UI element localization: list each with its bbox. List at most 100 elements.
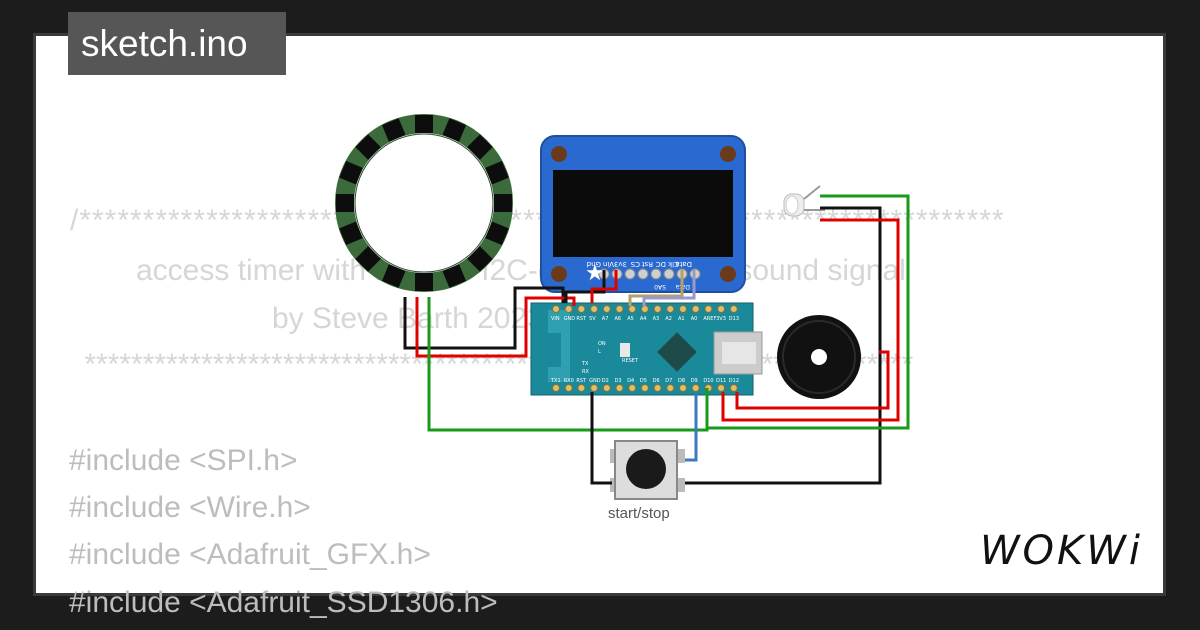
- nano-bottom-pin-label: RX0: [564, 378, 574, 384]
- oled-pin-label: Gnd: [587, 260, 601, 268]
- nano-top-pin[interactable]: [717, 305, 726, 313]
- nano-bottom-pin[interactable]: [666, 384, 675, 392]
- neopixel-led: [467, 134, 493, 160]
- nano-top-pin-label: 5V: [589, 316, 596, 322]
- nano-top-pin[interactable]: [640, 305, 649, 313]
- nano-bottom-pin[interactable]: [691, 384, 700, 392]
- nano-bottom-pin-label: D2: [602, 378, 609, 384]
- nano-bottom-pin[interactable]: [615, 384, 624, 392]
- code-line-include-gfx: #include <Adafruit_GFX.h>: [69, 538, 431, 571]
- nano-bottom-pin-label: D11: [716, 378, 726, 384]
- nano-bottom-pin-label: D9: [691, 378, 698, 384]
- nano-top-pin[interactable]: [679, 305, 687, 313]
- ring-pixels: [336, 115, 512, 291]
- code-line-include-spi: #include <SPI.h>: [69, 444, 298, 477]
- nano-top-pin-label: A0: [691, 316, 698, 322]
- neopixel-led: [339, 221, 363, 245]
- nano-bottom-pin[interactable]: [590, 384, 599, 392]
- nano-top-pin-label: 3V3: [716, 316, 726, 322]
- nano-bottom-pin[interactable]: [577, 384, 586, 392]
- nano-bottom-pin[interactable]: [640, 384, 649, 392]
- oled-pin-label: 3v3: [614, 260, 627, 268]
- nano-board-label: RX: [582, 369, 589, 375]
- neopixel-led: [442, 118, 466, 142]
- nano-bottom-pin[interactable]: [552, 384, 560, 392]
- nano-bottom-pin[interactable]: [602, 384, 611, 392]
- svg-text:WOKWi: WOKWi: [980, 528, 1143, 574]
- oled-pin-label: Vin: [603, 260, 614, 268]
- oled-pin[interactable]: [624, 268, 636, 280]
- nano-bottom-pin[interactable]: [679, 384, 687, 392]
- nano-top-pin-label: AREF: [703, 316, 716, 322]
- nano-bottom-pin[interactable]: [717, 384, 726, 392]
- nano-bottom-pin-label: D3: [615, 378, 622, 384]
- nano-bottom-pin-label: D6: [653, 378, 660, 384]
- nano-bottom-pin-label: GND: [589, 378, 601, 384]
- nano-board-label: TX: [581, 361, 589, 367]
- nano-bottom-pin[interactable]: [729, 384, 738, 392]
- code-line-include-wire: #include <Wire.h>: [69, 491, 311, 524]
- nano-board-label: ON: [598, 341, 606, 347]
- nano-bottom-pin-label: D8: [678, 378, 685, 384]
- nano-bottom-pin[interactable]: [564, 384, 573, 392]
- neopixel-led: [442, 264, 466, 288]
- nano-top-pin[interactable]: [590, 305, 599, 313]
- neopixel-led: [494, 194, 512, 212]
- neopixel-led: [485, 221, 509, 245]
- nano-top-pin-label: A5: [627, 316, 634, 322]
- nano-board-label: L: [598, 349, 601, 355]
- start-stop-button[interactable]: [610, 440, 685, 500]
- nano-top-pin[interactable]: [564, 305, 573, 313]
- nano-bottom-pin-label: TX1: [550, 378, 561, 384]
- wires: [403, 194, 910, 485]
- nano-top-pin[interactable]: [552, 305, 560, 313]
- sketch-title-badge: sketch.ino: [68, 12, 286, 75]
- nano-top-pin[interactable]: [666, 305, 675, 313]
- nano-bottom-pin-label: D10: [703, 378, 713, 384]
- oled-star-logo: ★: [585, 260, 605, 285]
- nano-top-pin[interactable]: [615, 305, 624, 313]
- nano-top-pin-label: RST: [576, 316, 587, 322]
- nano-top-pin-label: D13: [729, 316, 739, 322]
- nano-top-pin[interactable]: [577, 305, 586, 313]
- neopixel-led: [339, 161, 363, 185]
- nano-top-pin[interactable]: [691, 305, 700, 313]
- nano-top-pin[interactable]: [729, 305, 738, 313]
- nano-top-pin-label: VIN: [551, 316, 560, 322]
- oled-pin-label: Clk: [667, 260, 679, 268]
- nano-top-pin-label: A7: [602, 316, 609, 322]
- nano-bottom-pin[interactable]: [653, 384, 662, 392]
- oled-pin-label: DC: [656, 260, 666, 268]
- neopixel-led: [485, 161, 509, 185]
- nano-top-pin[interactable]: [704, 305, 713, 313]
- nano-bottom-pin-label: D7: [665, 378, 672, 384]
- oled-pin[interactable]: [650, 268, 662, 280]
- neopixel-ring[interactable]: [335, 114, 513, 292]
- nano-bottom-pin-label: D5: [640, 378, 647, 384]
- nano-top-pin-label: A2: [665, 316, 672, 322]
- nano-bottom-pin-label: RST: [576, 378, 587, 384]
- nano-top-pin-label: GND: [564, 316, 576, 322]
- nano-bottom-pin-label: D4: [627, 378, 634, 384]
- nano-top-pin[interactable]: [628, 305, 637, 313]
- nano-bottom-pin[interactable]: [628, 384, 637, 392]
- nano-top-pin[interactable]: [653, 305, 662, 313]
- nano-top-pin-label: A6: [615, 316, 622, 322]
- oled-pin[interactable]: [663, 268, 675, 280]
- neopixel-led: [467, 246, 493, 272]
- nano-top-pin-label: A3: [653, 316, 660, 322]
- oled-pin-label: CS: [630, 260, 640, 268]
- nano-board-label: RESET: [622, 358, 639, 364]
- nano-top-pin-label: A1: [678, 316, 685, 322]
- buzzer[interactable]: [777, 315, 861, 399]
- nano-bottom-pin-label: D12: [729, 378, 739, 384]
- nano-top-pin[interactable]: [602, 305, 611, 313]
- neopixel-led: [415, 115, 433, 133]
- led[interactable]: [783, 185, 825, 217]
- oled-pin[interactable]: [637, 268, 649, 280]
